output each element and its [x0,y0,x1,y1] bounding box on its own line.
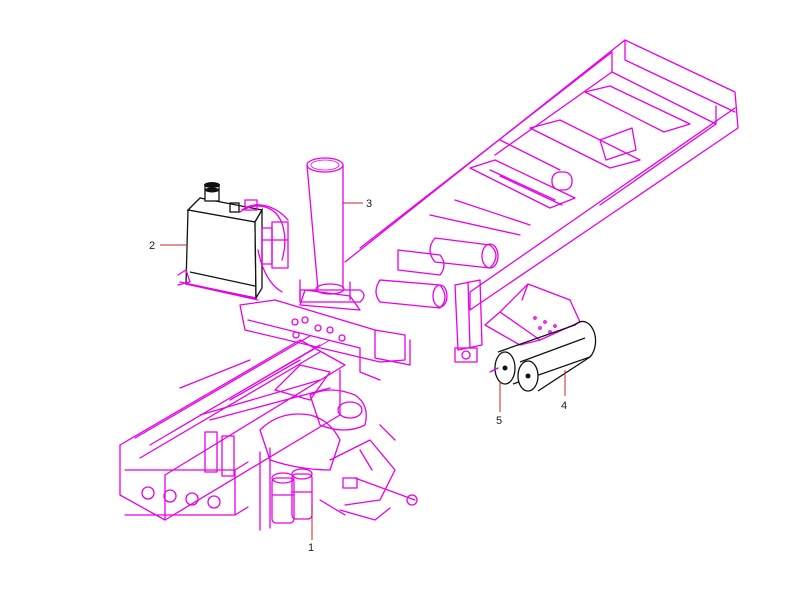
front-mechanism [179,359,418,524]
callout-1: 1 [308,542,314,554]
leader-lines [160,202,566,540]
callout-5: 5 [496,415,502,427]
air-tanks [484,283,597,392]
hydraulic-tank [177,182,289,301]
callout-labels: 1 2 3 4 5 [149,198,567,554]
rear-frame [344,39,739,311]
callout-2: 2 [149,240,155,252]
callout-4: 4 [561,400,567,412]
vertical-tube [299,157,365,303]
center-components [375,237,499,363]
front-frame [119,335,346,531]
callout-3: 3 [366,198,372,210]
center-crossbeam [239,279,411,381]
